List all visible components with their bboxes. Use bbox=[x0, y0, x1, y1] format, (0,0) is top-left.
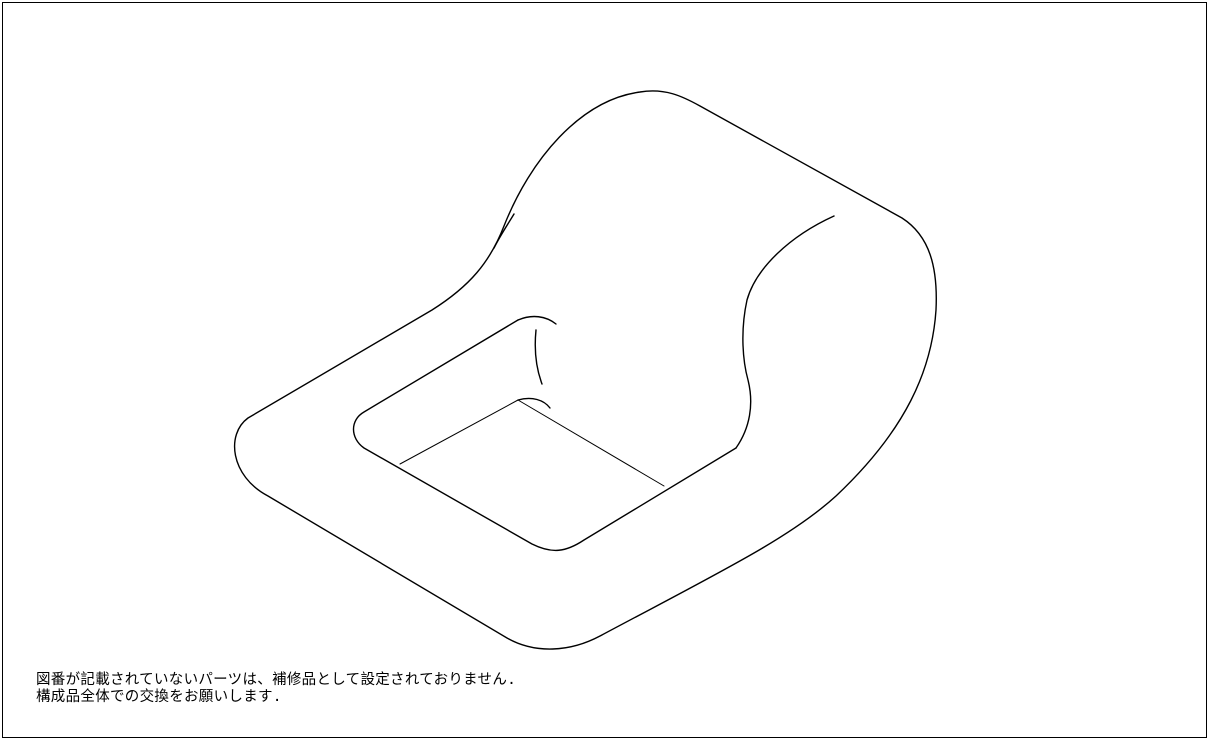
pocket-side-curve bbox=[534, 329, 543, 385]
note-line-2: 構成品全体での交換をお願いします. bbox=[36, 689, 282, 705]
inner-right-curve bbox=[735, 215, 835, 449]
ridge-seam bbox=[493, 213, 515, 249]
parts-note: 図番が記載されていないパーツは、補修品として設定されておりません. 構成品全体で… bbox=[36, 672, 516, 706]
pocket-floor-edge-right bbox=[517, 399, 665, 487]
outer-outline bbox=[233, 90, 937, 650]
pocket-back-curve bbox=[517, 315, 557, 325]
note-line-1: 図番が記載されていないパーツは、補修品として設定されておりません. bbox=[36, 672, 517, 688]
pocket-floor-edge-left bbox=[399, 399, 519, 465]
pocket-outline bbox=[352, 319, 737, 551]
pocket-front-curve bbox=[517, 397, 551, 409]
